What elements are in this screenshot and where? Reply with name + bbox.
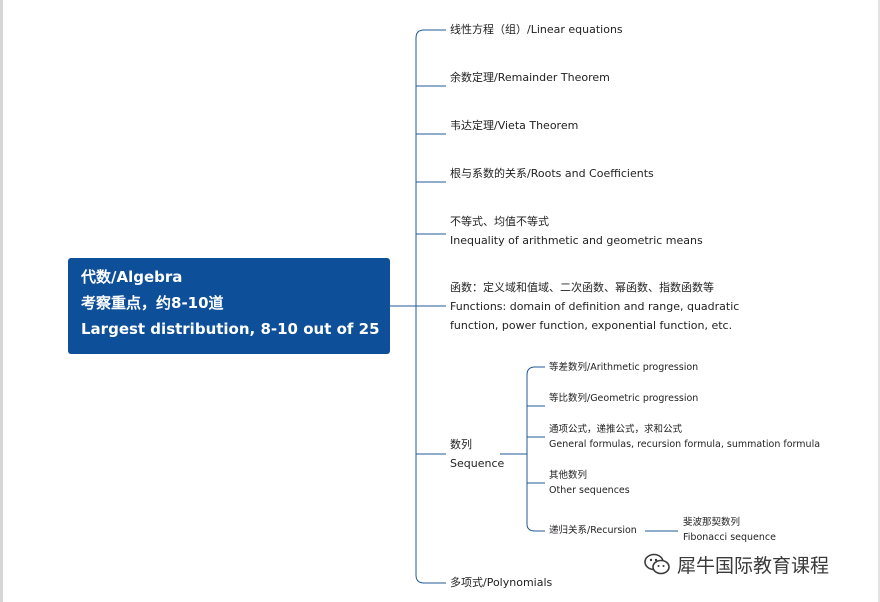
- node-functions-line3: function, power function, exponential fu…: [450, 319, 733, 332]
- node-geometric-progression: 等比数列/Geometric progression: [549, 393, 699, 404]
- node-linear-equations: 线性方程（组）/Linear equations: [450, 23, 623, 36]
- node-general-formulas: 通项公式，递推公式，求和公式 General formulas, recursi…: [549, 422, 820, 452]
- node-general-formulas-en: General formulas, recursion formula, sum…: [549, 439, 821, 450]
- node-recursion: 递归关系/Recursion: [549, 525, 637, 536]
- connector-arithmetic: [526, 366, 545, 376]
- node-fibonacci-cn: 斐波那契数列: [683, 517, 741, 528]
- node-other-sequences-cn: 其他数列: [549, 470, 588, 481]
- node-vieta-theorem: 韦达定理/Vieta Theorem: [450, 119, 579, 132]
- node-functions-line1: 函数：定义域和值域、二次函数、幂函数、指数函数等: [450, 281, 714, 294]
- node-remainder-theorem: 余数定理/Remainder Theorem: [450, 71, 610, 84]
- watermark: 犀牛国际教育课程: [643, 550, 829, 578]
- connector-polynomials: [415, 574, 446, 584]
- node-general-formulas-cn: 通项公式，递推公式，求和公式: [549, 424, 683, 435]
- root-subtitle-cn: 考察重点，约8-10道: [81, 294, 224, 312]
- node-sequence-cn: 数列: [450, 438, 472, 451]
- node-fibonacci-en: Fibonacci sequence: [683, 532, 776, 543]
- connector-recursion: [526, 523, 545, 532]
- node-inequality: 不等式、均值不等式 Inequality of arithmetic and g…: [450, 212, 703, 250]
- root-subtitle-en: Largest distribution, 8-10 out of 25: [81, 320, 380, 338]
- node-sequence: 数列 Sequence: [450, 435, 504, 473]
- root-node-algebra: 代数/Algebra 考察重点，约8-10道 Largest distribut…: [68, 258, 390, 354]
- node-inequality-cn: 不等式、均值不等式: [450, 215, 549, 228]
- node-fibonacci: 斐波那契数列 Fibonacci sequence: [683, 515, 776, 545]
- watermark-text: 犀牛国际教育课程: [677, 554, 830, 577]
- connector-linear: [415, 29, 446, 39]
- node-roots-coefficients: 根与系数的关系/Roots and Coefficients: [450, 167, 654, 180]
- node-functions: 函数：定义域和值域、二次函数、幂函数、指数函数等 Functions: doma…: [450, 278, 739, 335]
- node-functions-line2: Functions: domain of definition and rang…: [450, 300, 740, 313]
- wechat-icon: [644, 553, 670, 575]
- node-other-sequences-en: Other sequences: [549, 485, 630, 496]
- node-sequence-en: Sequence: [450, 457, 505, 470]
- node-polynomials: 多项式/Polynomials: [450, 576, 553, 589]
- root-title: 代数/Algebra: [81, 268, 183, 286]
- node-inequality-en: Inequality of arithmetic and geometric m…: [450, 234, 703, 247]
- node-arithmetic-progression: 等差数列/Arithmetic progression: [549, 362, 699, 373]
- node-other-sequences: 其他数列 Other sequences: [549, 468, 630, 498]
